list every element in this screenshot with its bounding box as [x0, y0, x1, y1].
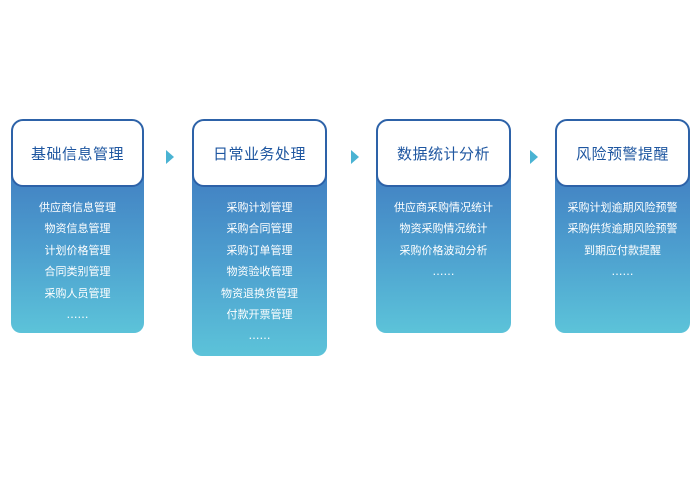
list-item: 采购人员管理 — [44, 286, 111, 300]
list-item: 供应商采购情况统计 — [394, 201, 493, 214]
module-item-list: 供应商采购情况统计 物资采购情况统计 采购价格波动分析 …… — [376, 197, 511, 283]
module-risk-warning: 风险预警提醒 采购计划逾期风险预警 采购供货逾期风险预警 到期应付款提醒 …… — [555, 119, 690, 333]
flow-arrow-icon — [530, 150, 538, 164]
list-item: 采购订单管理 — [226, 243, 293, 257]
list-item: 采购计划管理 — [226, 201, 293, 214]
list-item: …… — [432, 265, 455, 279]
list-item: 合同类别管理 — [44, 265, 111, 279]
list-item: 物资信息管理 — [44, 222, 111, 236]
list-item: 采购供货逾期风险预警 — [567, 222, 678, 236]
list-item: 付款开票管理 — [226, 307, 293, 321]
module-title: 基础信息管理 — [30, 144, 124, 163]
list-item: 采购合同管理 — [226, 222, 293, 236]
flow-arrow-icon — [351, 150, 359, 164]
list-item: 采购价格波动分析 — [399, 243, 488, 257]
module-title: 数据统计分析 — [396, 144, 490, 163]
module-header: 风险预警提醒 — [555, 119, 690, 187]
module-header: 基础信息管理 — [11, 119, 144, 187]
list-item: 采购计划逾期风险预警 — [567, 201, 678, 214]
module-statistics: 数据统计分析 供应商采购情况统计 物资采购情况统计 采购价格波动分析 …… — [376, 119, 511, 333]
list-item: 物资退换货管理 — [221, 286, 298, 300]
list-item: 供应商信息管理 — [39, 201, 116, 214]
list-item: 物资验收管理 — [226, 265, 293, 279]
module-title: 日常业务处理 — [212, 144, 306, 163]
module-daily-business: 日常业务处理 采购计划管理 采购合同管理 采购订单管理 物资验收管理 物资退换货… — [192, 119, 327, 356]
module-header: 日常业务处理 — [192, 119, 327, 187]
module-basic-info: 基础信息管理 供应商信息管理 物资信息管理 计划价格管理 合同类别管理 采购人员… — [11, 119, 144, 333]
module-item-list: 供应商信息管理 物资信息管理 计划价格管理 合同类别管理 采购人员管理 …… — [11, 197, 144, 325]
list-item: 到期应付款提醒 — [584, 243, 661, 257]
module-item-list: 采购计划管理 采购合同管理 采购订单管理 物资验收管理 物资退换货管理 付款开票… — [192, 197, 327, 347]
module-header: 数据统计分析 — [376, 119, 511, 187]
list-item: 物资采购情况统计 — [399, 222, 488, 236]
list-item: …… — [248, 329, 271, 343]
list-item: …… — [66, 307, 89, 321]
list-item: 计划价格管理 — [44, 243, 111, 257]
module-item-list: 采购计划逾期风险预警 采购供货逾期风险预警 到期应付款提醒 …… — [555, 197, 690, 283]
module-title: 风险预警提醒 — [575, 144, 669, 163]
list-item: …… — [611, 265, 634, 279]
flow-arrow-icon — [166, 150, 174, 164]
